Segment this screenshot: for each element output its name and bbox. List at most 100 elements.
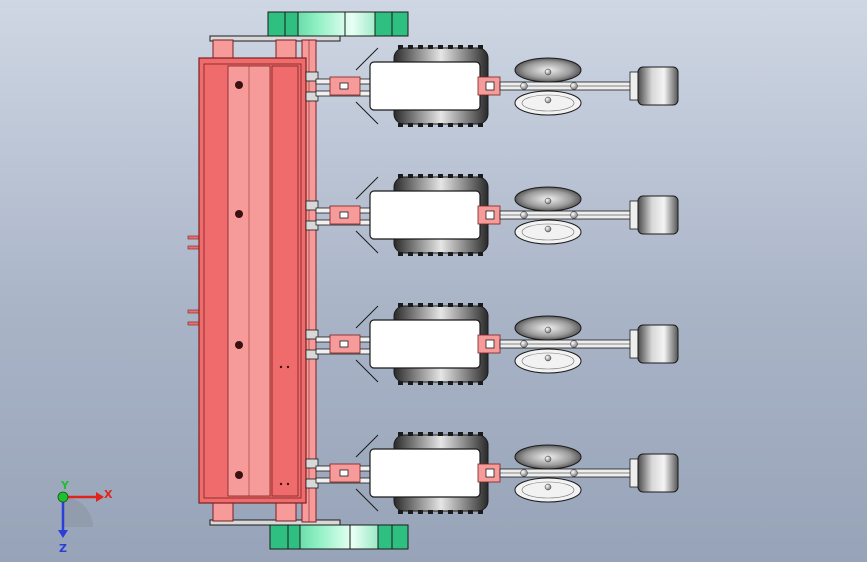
row-unit[interactable]	[305, 303, 679, 385]
opener-slot	[485, 210, 495, 220]
tire-tread	[398, 510, 403, 514]
tire-tread	[428, 123, 433, 127]
tire-tread	[438, 45, 443, 49]
coordinate-triad: X Z Y	[57, 479, 113, 555]
tire-tread	[418, 174, 423, 178]
tire-tread	[458, 45, 463, 49]
tire-tread	[438, 252, 443, 256]
mount-bracket	[305, 71, 319, 82]
frame-bolt	[235, 471, 243, 479]
row-unit[interactable]	[305, 45, 679, 127]
tire-tread	[448, 432, 453, 436]
disc-hub	[544, 455, 552, 463]
tire-tread	[408, 252, 413, 256]
tire-tread	[398, 123, 403, 127]
seed-hopper[interactable]	[369, 448, 481, 498]
pivot-ball	[520, 469, 528, 477]
tire-tread	[418, 510, 423, 514]
press-wheel[interactable]	[637, 453, 679, 493]
link-slot	[339, 82, 349, 90]
tire-tread	[398, 252, 403, 256]
frame-bolt	[235, 341, 243, 349]
seed-hopper[interactable]	[369, 190, 481, 240]
y-axis-label: Y	[60, 479, 70, 492]
tire-tread	[478, 432, 483, 436]
tire-tread	[448, 381, 453, 385]
disc-hub	[544, 354, 552, 362]
tire-tread	[428, 174, 433, 178]
ground-wheel-bottom[interactable]	[209, 502, 409, 550]
tire-tread	[468, 510, 473, 514]
brace	[355, 230, 379, 254]
tire-tread	[458, 381, 463, 385]
pivot-ball	[570, 469, 578, 477]
brace	[355, 305, 379, 329]
tire-tread	[458, 252, 463, 256]
frame-side-stubs	[187, 235, 201, 326]
press-wheel[interactable]	[637, 195, 679, 235]
tire-tread	[468, 303, 473, 307]
tire-tread	[408, 123, 413, 127]
tire-tread	[448, 303, 453, 307]
disc-rim	[521, 223, 575, 241]
mount-bracket	[305, 91, 319, 102]
ground-wheel-top[interactable]	[209, 11, 409, 59]
tire-tread	[408, 381, 413, 385]
tire-tread	[418, 252, 423, 256]
x-axis-label: X	[104, 488, 113, 501]
row-unit[interactable]	[305, 432, 679, 514]
tire-tread	[468, 174, 473, 178]
tire-tread	[468, 432, 473, 436]
disc-hub	[544, 96, 552, 104]
tire-tread	[418, 303, 423, 307]
mount-bracket	[305, 329, 319, 340]
tire-tread	[398, 381, 403, 385]
y-axis-dot	[57, 491, 69, 503]
mount-bracket	[305, 200, 319, 211]
tire-tread	[458, 303, 463, 307]
seed-hopper[interactable]	[369, 319, 481, 369]
frame-bolt	[235, 81, 243, 89]
link-slot	[339, 211, 349, 219]
tire-tread	[428, 252, 433, 256]
tire-tread	[458, 123, 463, 127]
pivot-ball	[570, 340, 578, 348]
disc-rim	[521, 352, 575, 370]
disc-hub	[544, 483, 552, 491]
tire-tread	[418, 432, 423, 436]
tire-tread	[428, 432, 433, 436]
press-wheel[interactable]	[637, 66, 679, 106]
tire-tread	[438, 174, 443, 178]
press-wheel[interactable]	[637, 324, 679, 364]
tire-tread	[448, 510, 453, 514]
tire-tread	[438, 123, 443, 127]
frame-bolt	[235, 210, 243, 218]
tire-tread	[478, 381, 483, 385]
tire-tread	[438, 432, 443, 436]
brace	[355, 359, 379, 383]
brace	[355, 488, 379, 512]
brace	[355, 101, 379, 125]
tire-tread	[478, 510, 483, 514]
pivot-ball	[570, 211, 578, 219]
tire-tread	[458, 174, 463, 178]
main-frame-beam[interactable]	[198, 57, 307, 504]
tire-tread	[478, 123, 483, 127]
tire-tread	[478, 252, 483, 256]
tire-tread	[478, 174, 483, 178]
tire-tread	[448, 45, 453, 49]
seed-hopper[interactable]	[369, 61, 481, 111]
tire-tread	[448, 123, 453, 127]
tire-tread	[408, 432, 413, 436]
mount-bracket	[305, 478, 319, 489]
tire-tread	[438, 510, 443, 514]
tire-tread	[408, 174, 413, 178]
tire-tread	[468, 123, 473, 127]
disc-hub	[544, 225, 552, 233]
row-unit[interactable]	[305, 174, 679, 256]
tire-tread	[438, 303, 443, 307]
mount-bracket	[305, 220, 319, 231]
row-units	[305, 45, 679, 514]
